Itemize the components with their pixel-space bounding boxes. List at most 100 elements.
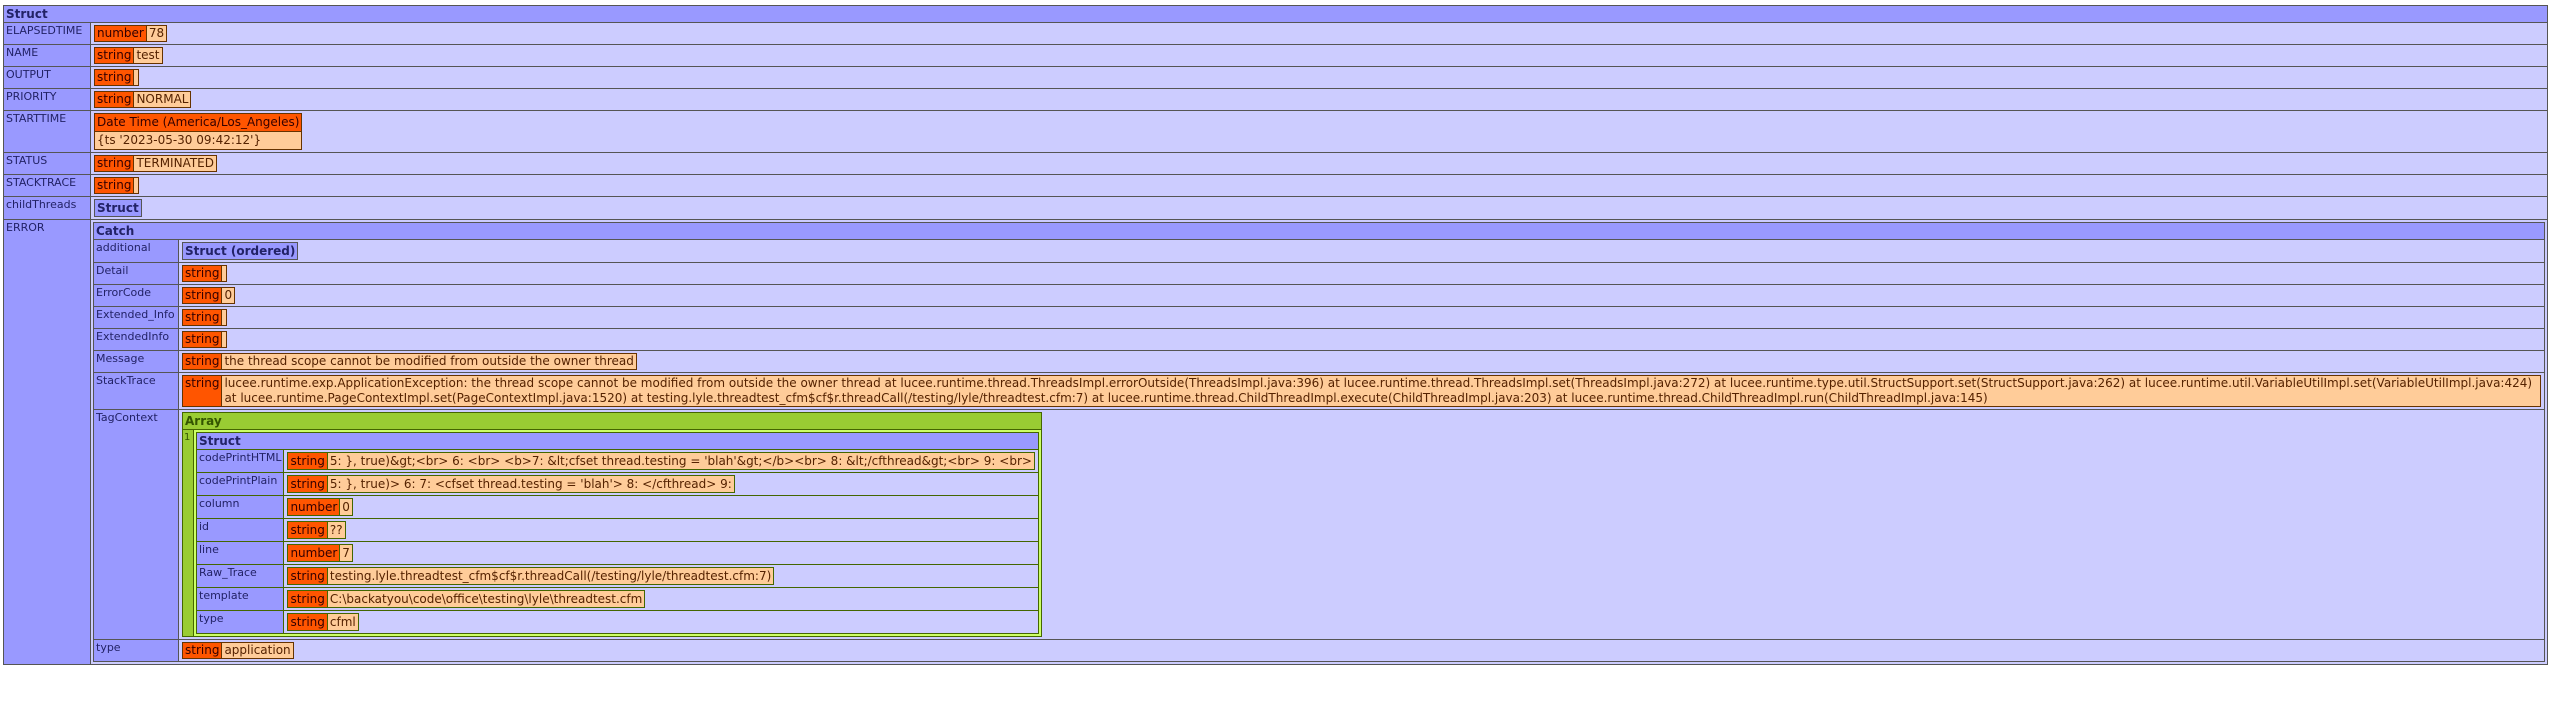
value-line: number 7 bbox=[287, 544, 353, 562]
row-status: STATUS string TERMINATED bbox=[3, 152, 2548, 175]
key-output[interactable]: OUTPUT bbox=[3, 66, 91, 89]
key-template[interactable]: template bbox=[195, 587, 285, 611]
value-codeprintplain: string 5: }, true)> 6: 7: <cfset thread.… bbox=[287, 475, 735, 493]
tagcontext-struct: Struct codePrintHTML string 5: }, true)&… bbox=[195, 432, 1039, 634]
row-detail: Detail string bbox=[93, 262, 2545, 285]
key-extendedinfo[interactable]: ExtendedInfo bbox=[93, 328, 179, 351]
key-additional[interactable]: additional bbox=[93, 239, 179, 263]
type-label: string bbox=[181, 287, 223, 304]
type-label: string bbox=[93, 91, 135, 108]
type-label: string bbox=[181, 353, 223, 370]
key-line[interactable]: line bbox=[195, 541, 285, 565]
struct-ordered-header[interactable]: Struct (ordered) bbox=[181, 242, 299, 260]
value-elapsedtime: number 78 bbox=[94, 25, 168, 42]
value-status: string TERMINATED bbox=[93, 155, 218, 172]
struct-header[interactable]: Struct bbox=[196, 432, 1039, 450]
struct-header[interactable]: Struct bbox=[3, 5, 2548, 23]
row-raw-trace: Raw_Trace string testing.lyle.threadtest… bbox=[195, 564, 1039, 588]
priority-value: NORMAL bbox=[133, 91, 192, 108]
codeprinthtml-value: 5: }, true)&gt;<br> 6: <br> <b>7: &lt;cf… bbox=[326, 452, 1035, 470]
row-stacktrace: STACKTRACE string bbox=[3, 174, 2548, 197]
key-elapsedtime[interactable]: ELAPSEDTIME bbox=[3, 22, 91, 45]
starttime-value: {ts '2023-05-30 09:42:12'} bbox=[93, 131, 303, 150]
key-type-error[interactable]: type bbox=[93, 639, 179, 662]
type-label: number bbox=[287, 544, 341, 562]
row-template: template string C:\backatyou\code\office… bbox=[195, 587, 1039, 611]
type-label: string bbox=[287, 475, 328, 493]
stacktrace-value bbox=[133, 177, 140, 194]
row-errorcode: ErrorCode string 0 bbox=[93, 284, 2545, 307]
row-tagcontext: TagContext Array 1 Struct bbox=[93, 409, 2545, 640]
column-value: 0 bbox=[339, 498, 353, 516]
id-value: ?? bbox=[326, 521, 346, 539]
type-label: string bbox=[93, 155, 135, 172]
value-type-tagcontext: string cfml bbox=[287, 613, 359, 631]
row-type-tagcontext: type string cfml bbox=[195, 610, 1039, 634]
value-extended-info: string bbox=[181, 309, 228, 326]
value-raw-trace: string testing.lyle.threadtest_cfm$cf$r.… bbox=[287, 567, 775, 585]
detail-value bbox=[221, 265, 228, 282]
output-value bbox=[133, 69, 140, 86]
stacktrace-error-value: lucee.runtime.exp.ApplicationException: … bbox=[221, 375, 2541, 407]
row-type-error: type string application bbox=[93, 639, 2545, 662]
row-codeprinthtml: codePrintHTML string 5: }, true)&gt;<br>… bbox=[195, 449, 1039, 473]
type-label: string bbox=[181, 265, 223, 282]
key-name[interactable]: NAME bbox=[3, 44, 91, 67]
row-childthreads: childThreads Struct bbox=[3, 196, 2548, 220]
tagcontext-array: Array 1 Struct codePrintHTML bbox=[182, 412, 1042, 637]
key-stacktrace[interactable]: STACKTRACE bbox=[3, 174, 91, 197]
type-label: string bbox=[93, 177, 135, 194]
type-label: string bbox=[181, 642, 223, 659]
value-id: string ?? bbox=[287, 521, 346, 539]
value-starttime: Date Time (America/Los_Angeles) {ts '202… bbox=[93, 113, 303, 150]
key-codeprintplain[interactable]: codePrintPlain bbox=[195, 472, 285, 496]
value-template: string C:\backatyou\code\office\testing\… bbox=[287, 590, 646, 608]
extendedinfo-value bbox=[221, 331, 228, 348]
codeprintplain-value: 5: }, true)> 6: 7: <cfset thread.testing… bbox=[326, 475, 735, 493]
key-extended-info[interactable]: Extended_Info bbox=[93, 306, 179, 329]
array-index[interactable]: 1 bbox=[182, 429, 194, 637]
key-type-tagcontext[interactable]: type bbox=[195, 610, 285, 634]
datetime-label: Date Time (America/Los_Angeles) bbox=[93, 113, 303, 132]
key-status[interactable]: STATUS bbox=[3, 152, 91, 175]
key-stacktrace-error[interactable]: StackTrace bbox=[93, 372, 179, 410]
type-label: string bbox=[287, 521, 328, 539]
key-priority[interactable]: PRIORITY bbox=[3, 88, 91, 111]
key-errorcode[interactable]: ErrorCode bbox=[93, 284, 179, 307]
key-raw-trace[interactable]: Raw_Trace bbox=[195, 564, 285, 588]
row-line: line number 7 bbox=[195, 541, 1039, 565]
key-column[interactable]: column bbox=[195, 495, 285, 519]
catch-header[interactable]: Catch bbox=[93, 222, 2545, 240]
key-starttime[interactable]: STARTTIME bbox=[3, 110, 91, 153]
raw-trace-value: testing.lyle.threadtest_cfm$cf$r.threadC… bbox=[326, 567, 775, 585]
type-tagcontext-value: cfml bbox=[326, 613, 359, 631]
line-value: 7 bbox=[339, 544, 353, 562]
key-id[interactable]: id bbox=[195, 518, 285, 542]
type-label: string bbox=[287, 590, 328, 608]
type-label: string bbox=[181, 375, 223, 407]
array-header[interactable]: Array bbox=[182, 412, 1042, 430]
row-message: Message string the thread scope cannot b… bbox=[93, 350, 2545, 373]
value-stacktrace: string bbox=[93, 177, 140, 194]
row-stacktrace-error: StackTrace string lucee.runtime.exp.Appl… bbox=[93, 372, 2545, 410]
value-name: string test bbox=[93, 47, 163, 64]
value-errorcode: string 0 bbox=[181, 287, 236, 304]
row-column: column number 0 bbox=[195, 495, 1039, 519]
key-childthreads[interactable]: childThreads bbox=[3, 196, 91, 220]
key-error[interactable]: ERROR bbox=[3, 219, 91, 665]
key-codeprinthtml[interactable]: codePrintHTML bbox=[195, 449, 285, 473]
value-extendedinfo: string bbox=[181, 331, 228, 348]
row-codeprintplain: codePrintPlain string 5: }, true)> 6: 7:… bbox=[195, 472, 1039, 496]
key-detail[interactable]: Detail bbox=[93, 262, 179, 285]
thread-struct: Struct ELAPSEDTIME number 78 NAME string… bbox=[3, 5, 2548, 665]
key-message[interactable]: Message bbox=[93, 350, 179, 373]
key-tagcontext[interactable]: TagContext bbox=[93, 409, 179, 640]
row-name: NAME string test bbox=[3, 44, 2548, 67]
childthreads-struct: Struct bbox=[94, 199, 142, 217]
type-label: number bbox=[94, 25, 147, 42]
struct-header[interactable]: Struct bbox=[94, 199, 142, 217]
value-detail: string bbox=[181, 265, 228, 282]
type-label: string bbox=[287, 452, 328, 470]
value-priority: string NORMAL bbox=[93, 91, 192, 108]
type-label: number bbox=[287, 498, 341, 516]
